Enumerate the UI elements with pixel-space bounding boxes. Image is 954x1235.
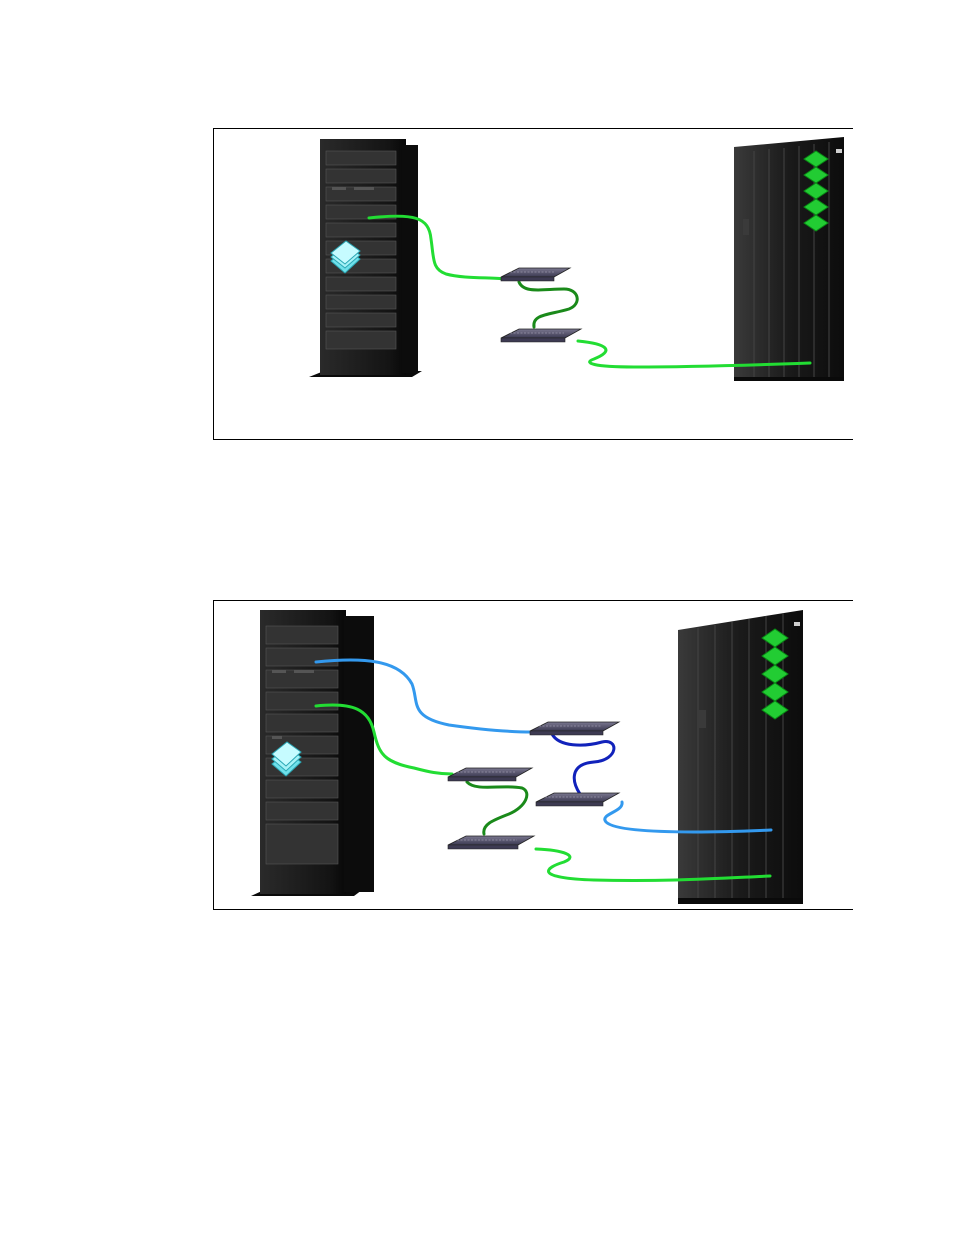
network-switch-icon — [501, 268, 570, 281]
diagram-single-path — [214, 129, 854, 441]
network-switch-icon — [536, 793, 619, 806]
network-switch-icon — [530, 722, 619, 735]
mainframe-icon — [734, 137, 844, 381]
server-rack-icon — [309, 139, 422, 377]
network-switch-icon — [448, 836, 534, 849]
figure-dual-path — [213, 600, 853, 910]
diagram-dual-path — [214, 601, 854, 913]
network-switch-icon — [448, 768, 532, 781]
network-switch-icon — [501, 329, 581, 342]
figure-single-path — [213, 128, 853, 440]
server-rack-icon — [251, 610, 374, 896]
cable-switch-to-switch-green — [467, 782, 527, 834]
cable-switch-to-switch — [519, 282, 577, 327]
cable-switch-to-switch-blue — [552, 734, 614, 794]
